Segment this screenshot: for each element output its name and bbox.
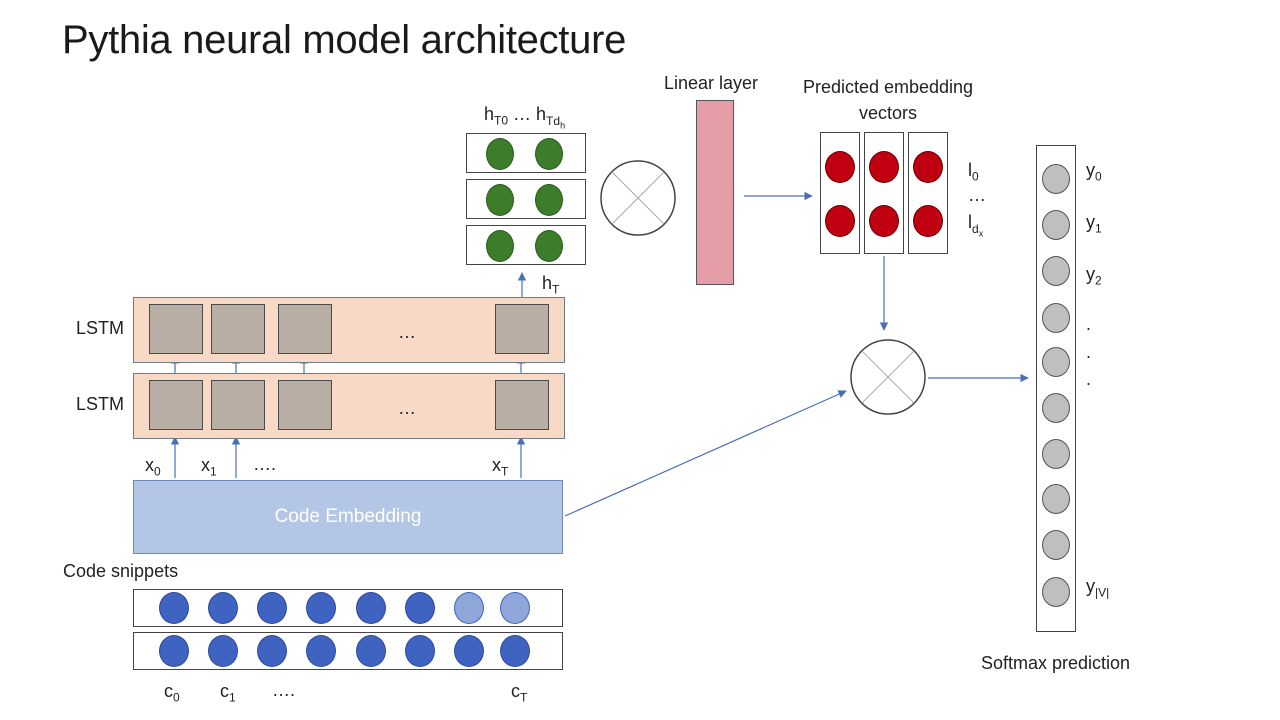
y-label-y1: y1 xyxy=(1086,212,1102,236)
lstm-cell xyxy=(495,380,549,430)
softmax-unit xyxy=(1042,347,1070,377)
input-ellipsis: …. xyxy=(253,454,277,474)
softmax-unit xyxy=(1042,577,1070,607)
input-label-xT: xT xyxy=(492,455,509,479)
snippet-row xyxy=(133,589,563,627)
snippet-token xyxy=(257,635,287,667)
snippet-label-cT: cT xyxy=(511,681,528,705)
y-label-yv: y|V| xyxy=(1086,576,1110,600)
snippet-token xyxy=(159,592,189,624)
predicted-unit xyxy=(825,151,855,183)
l-label-l0: l0 xyxy=(968,160,979,184)
lstm-cell xyxy=(149,380,203,430)
page-title: Pythia neural model architecture xyxy=(62,18,627,62)
arrow-embed-product xyxy=(564,390,847,517)
softmax-unit xyxy=(1042,393,1070,423)
code-embedding-label: Code Embedding xyxy=(274,506,422,527)
snippet-token xyxy=(454,635,484,667)
hidden-unit xyxy=(535,230,563,262)
predicted-unit xyxy=(913,151,943,183)
lstm-cell xyxy=(278,380,332,430)
lstm-label-bottom: LSTM xyxy=(76,394,125,414)
snippet-token xyxy=(306,635,336,667)
lstm-label-top: LSTM xyxy=(76,318,125,338)
lstm-layer-bottom xyxy=(133,373,565,439)
softmax-prediction-label: Softmax prediction xyxy=(981,653,1131,673)
lstm-cell xyxy=(278,304,332,354)
lstm-cell xyxy=(495,304,549,354)
hidden-label-hT: hT xyxy=(542,273,560,297)
snippet-token xyxy=(208,592,238,624)
hidden-header: hT0 … hTdh xyxy=(484,104,566,130)
predicted-unit xyxy=(913,205,943,237)
softmax-unit xyxy=(1042,484,1070,514)
softmax-unit xyxy=(1042,303,1070,333)
snippet-token xyxy=(405,592,435,624)
snippet-row xyxy=(133,632,563,670)
code-snippets-label: Code snippets xyxy=(63,561,179,581)
predicted-title-line1: Predicted embedding xyxy=(802,77,974,97)
multiply-operator-output xyxy=(850,339,926,415)
hidden-unit xyxy=(535,138,563,170)
input-label-x0: x0 xyxy=(145,455,161,479)
snippet-token-faded xyxy=(454,592,484,624)
predicted-unit xyxy=(869,205,899,237)
predicted-unit xyxy=(825,205,855,237)
multiply-operator-hidden xyxy=(600,160,676,236)
hidden-unit xyxy=(486,230,514,262)
snippet-token xyxy=(208,635,238,667)
linear-layer-block xyxy=(696,100,734,285)
predicted-unit xyxy=(869,151,899,183)
predicted-title-line2: vectors xyxy=(858,103,918,123)
hidden-state-row xyxy=(466,179,586,219)
snippet-token xyxy=(405,635,435,667)
y-vertical-dot: . xyxy=(1086,342,1092,362)
snippet-token xyxy=(306,592,336,624)
snippet-token xyxy=(356,592,386,624)
lstm-ellipsis-top: … xyxy=(398,322,416,342)
hidden-unit xyxy=(486,138,514,170)
l-label-ldx: ldx xyxy=(968,212,984,238)
hidden-unit xyxy=(486,184,514,216)
softmax-unit xyxy=(1042,164,1070,194)
lstm-ellipsis-bottom: … xyxy=(398,398,416,418)
y-label-y0: y0 xyxy=(1086,160,1102,184)
snippet-token xyxy=(500,635,530,667)
lstm-cell xyxy=(149,304,203,354)
y-vertical-dot: . xyxy=(1086,369,1092,389)
hidden-state-row xyxy=(466,225,586,265)
linear-layer-label: Linear layer xyxy=(664,73,759,93)
snippet-token xyxy=(159,635,189,667)
lstm-layer-top xyxy=(133,297,565,363)
snippet-token xyxy=(257,592,287,624)
input-label-x1: x1 xyxy=(201,455,217,479)
l-label-ellipsis: … xyxy=(968,185,986,205)
lstm-cell xyxy=(211,304,265,354)
snippet-ellipsis: …. xyxy=(272,680,296,700)
hidden-unit xyxy=(535,184,563,216)
code-embedding-block: Code Embedding xyxy=(133,480,563,554)
softmax-unit xyxy=(1042,210,1070,240)
softmax-unit xyxy=(1042,439,1070,469)
snippet-label-c1: c1 xyxy=(220,681,236,705)
snippet-token xyxy=(356,635,386,667)
softmax-unit xyxy=(1042,256,1070,286)
lstm-cell xyxy=(211,380,265,430)
hidden-state-row xyxy=(466,133,586,173)
y-label-y2: y2 xyxy=(1086,264,1102,288)
softmax-unit xyxy=(1042,530,1070,560)
snippet-label-c0: c0 xyxy=(164,681,180,705)
snippet-token-faded xyxy=(500,592,530,624)
y-vertical-dot: . xyxy=(1086,314,1092,334)
